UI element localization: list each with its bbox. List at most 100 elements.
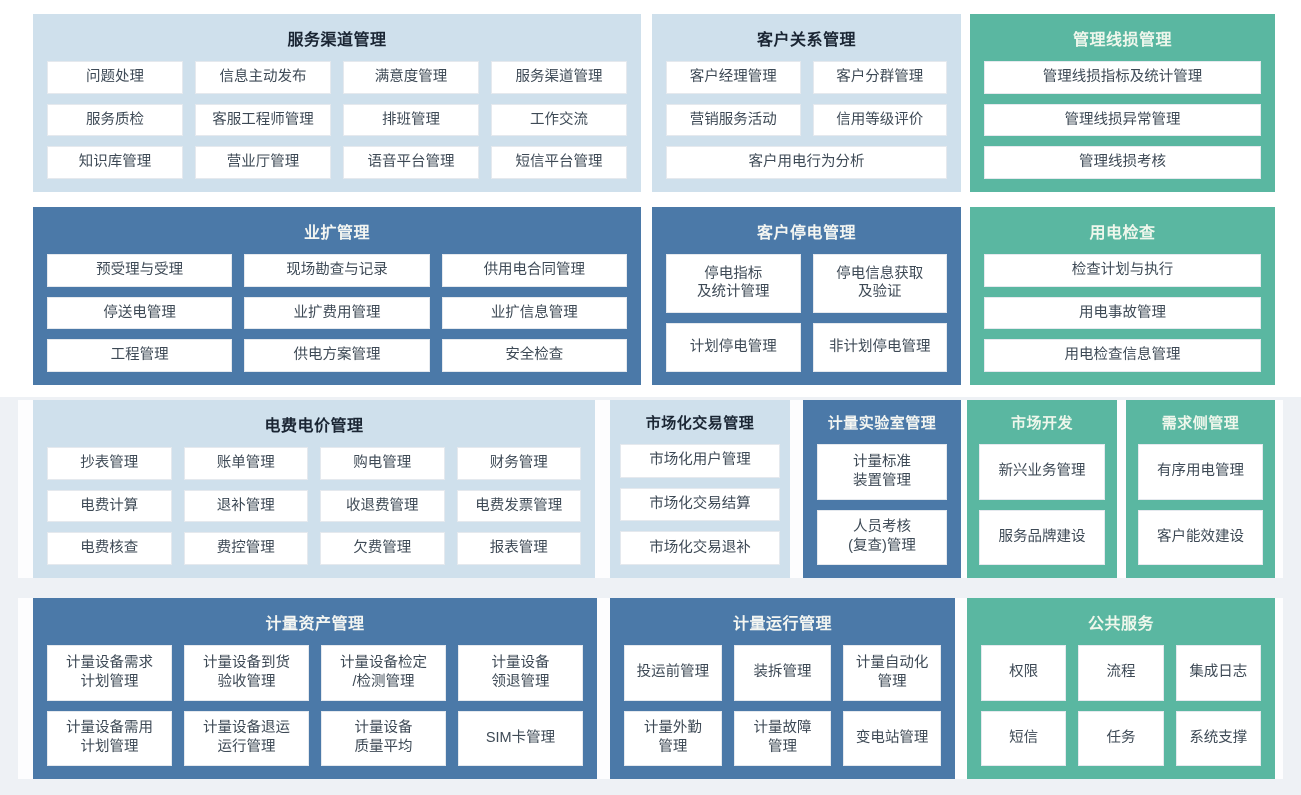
panel-items: 客户经理管理 客户分群管理 营销服务活动 信用等级评价 客户用电行为分析: [652, 52, 961, 192]
module-item: 报表管理: [456, 532, 581, 566]
module-item: 服务品牌建设: [979, 509, 1105, 565]
module-item: 计量设备退运 运行管理: [184, 710, 309, 766]
module-item: 退补管理: [183, 489, 308, 523]
panel-items: 有序用电管理 客户能效建设: [1126, 435, 1275, 578]
module-item: 财务管理: [456, 447, 581, 480]
panel-title: 客户关系管理: [756, 32, 856, 49]
panel-title: 计量资产管理: [265, 616, 365, 633]
module-item: 信息主动发布: [195, 61, 331, 94]
module-item: 短信: [981, 710, 1067, 766]
panel-demand-side-management: 需求侧管理 有序用电管理 客户能效建设: [1126, 400, 1275, 578]
module-item: 计划停电管理: [666, 322, 801, 372]
module-item: 预受理与受理: [47, 254, 233, 287]
panel-metering-lab-management: 计量实验室管理 计量标准 装置管理 人员考核 (复查)管理: [803, 400, 961, 578]
module-item: 知识库管理: [47, 146, 183, 180]
panel-title: 公共服务: [1087, 616, 1154, 633]
panel-title: 客户停电管理: [756, 225, 856, 242]
module-item: 客户用电行为分析: [666, 146, 947, 180]
panel-items: 检查计划与执行 用电事故管理 用电检查信息管理: [970, 245, 1275, 385]
module-item: 电费核查: [47, 532, 172, 566]
module-item: 账单管理: [183, 447, 308, 480]
module-item: 客户分群管理: [812, 61, 947, 94]
module-item: 停送电管理: [47, 296, 233, 330]
module-item: 抄表管理: [47, 447, 172, 480]
module-item: 欠费管理: [320, 532, 445, 566]
panel-title: 需求侧管理: [1161, 415, 1240, 432]
module-item: 系统支撑: [1175, 710, 1261, 766]
panel-customer-relationship-management: 客户关系管理 客户经理管理 客户分群管理 营销服务活动 信用等级评价 客户用电行…: [652, 14, 961, 192]
panel-metering-asset-management: 计量资产管理 计量设备需求 计划管理 计量设备到货 验收管理 计量设备检定 /检…: [33, 598, 597, 779]
module-item: 服务渠道管理: [491, 61, 627, 94]
panel-billing-pricing-management: 电费电价管理 抄表管理 账单管理 购电管理 财务管理 电费计算 退补管理 收退费…: [33, 400, 595, 578]
module-item: 用电事故管理: [984, 296, 1261, 330]
panel-items: 新兴业务管理 服务品牌建设: [967, 435, 1117, 578]
panel-customer-outage-management: 客户停电管理 停电指标 及统计管理 停电信息获取 及验证 计划停电管理 非计划停…: [652, 207, 961, 385]
module-item: 计量设备需求 计划管理: [47, 645, 172, 701]
module-item: 业扩信息管理: [441, 296, 627, 330]
module-item: 购电管理: [320, 447, 445, 480]
panel-items: 抄表管理 账单管理 购电管理 财务管理 电费计算 退补管理 收退费管理 电费发票…: [33, 438, 595, 578]
module-item: 市场化交易退补: [620, 531, 780, 566]
module-item: 满意度管理: [343, 61, 479, 94]
module-item: 计量设备 领退管理: [458, 645, 583, 701]
panel-items: 问题处理 信息主动发布 满意度管理 服务渠道管理 服务质检 客服工程师管理 排班…: [33, 52, 641, 192]
module-item: 费控管理: [183, 532, 308, 566]
panel-items: 管理线损指标及统计管理 管理线损异常管理 管理线损考核: [970, 52, 1275, 192]
module-item: 电费发票管理: [456, 489, 581, 523]
panel-line-loss-management: 管理线损管理 管理线损指标及统计管理 管理线损异常管理 管理线损考核: [970, 14, 1275, 192]
module-item: 客服工程师管理: [195, 103, 331, 137]
panel-public-service: 公共服务 权限 流程 集成日志 短信 任务 系统支撑: [967, 598, 1275, 779]
panel-items: 计量标准 装置管理 人员考核 (复查)管理: [803, 435, 961, 578]
module-item: 流程: [1078, 645, 1164, 701]
panel-items: 预受理与受理 现场勘查与记录 供用电合同管理 停送电管理 业扩费用管理 业扩信息…: [33, 245, 641, 385]
module-item: 计量设备到货 验收管理: [184, 645, 309, 701]
module-item: 用电检查信息管理: [984, 339, 1261, 373]
module-item: 有序用电管理: [1138, 444, 1263, 500]
module-item: 计量故障 管理: [733, 710, 832, 766]
panel-title: 市场化交易管理: [645, 415, 755, 432]
module-item: 供用电合同管理: [441, 254, 627, 287]
module-item: 人员考核 (复查)管理: [817, 509, 947, 565]
module-item: 收退费管理: [320, 489, 445, 523]
panel-power-inspection: 用电检查 检查计划与执行 用电事故管理 用电检查信息管理: [970, 207, 1275, 385]
module-item: 检查计划与执行: [984, 254, 1261, 287]
module-item: 新兴业务管理: [979, 444, 1105, 500]
module-item: 服务质检: [47, 103, 183, 137]
module-item: 计量标准 装置管理: [817, 444, 947, 500]
module-item: 计量设备需用 计划管理: [47, 710, 172, 766]
module-item: 营业厅管理: [195, 146, 331, 180]
module-item: 计量外勤 管理: [624, 710, 722, 766]
panel-title: 市场开发: [1010, 415, 1073, 432]
module-item: 计量设备检定 /检测管理: [321, 645, 446, 701]
module-item: 非计划停电管理: [812, 322, 947, 372]
module-item: SIM卡管理: [458, 710, 583, 766]
panel-title: 计量实验室管理: [827, 415, 937, 432]
module-item: 管理线损异常管理: [984, 103, 1261, 137]
panel-metering-operation-management: 计量运行管理 投运前管理 装拆管理 计量自动化 管理 计量外勤 管理 计量故障 …: [610, 598, 955, 779]
module-item: 市场化交易结算: [620, 487, 780, 522]
panel-title: 管理线损管理: [1072, 32, 1172, 49]
panel-service-channel-management: 服务渠道管理 问题处理 信息主动发布 满意度管理 服务渠道管理 服务质检 客服工…: [33, 14, 641, 192]
panel-title: 服务渠道管理: [287, 32, 387, 49]
module-item: 语音平台管理: [343, 146, 479, 180]
module-item: 市场化用户管理: [620, 444, 780, 478]
module-item: 变电站管理: [843, 710, 942, 766]
panel-items: 市场化用户管理 市场化交易结算 市场化交易退补: [610, 435, 790, 578]
module-item: 集成日志: [1175, 645, 1261, 701]
module-item: 客户能效建设: [1138, 509, 1263, 565]
module-item: 短信平台管理: [491, 146, 627, 180]
module-item: 现场勘查与记录: [244, 254, 430, 287]
module-item: 问题处理: [47, 61, 183, 94]
module-item: 安全检查: [441, 339, 627, 373]
panel-title: 业扩管理: [303, 225, 370, 242]
module-item: 任务: [1078, 710, 1164, 766]
module-item: 供电方案管理: [244, 339, 430, 373]
module-item: 停电信息获取 及验证: [812, 254, 947, 313]
panel-items: 权限 流程 集成日志 短信 任务 系统支撑: [967, 636, 1275, 779]
module-item: 装拆管理: [733, 645, 832, 701]
module-item: 投运前管理: [624, 645, 722, 701]
module-item: 计量自动化 管理: [843, 645, 942, 701]
panel-items: 投运前管理 装拆管理 计量自动化 管理 计量外勤 管理 计量故障 管理 变电站管…: [610, 636, 955, 779]
panel-market-development: 市场开发 新兴业务管理 服务品牌建设: [967, 400, 1117, 578]
